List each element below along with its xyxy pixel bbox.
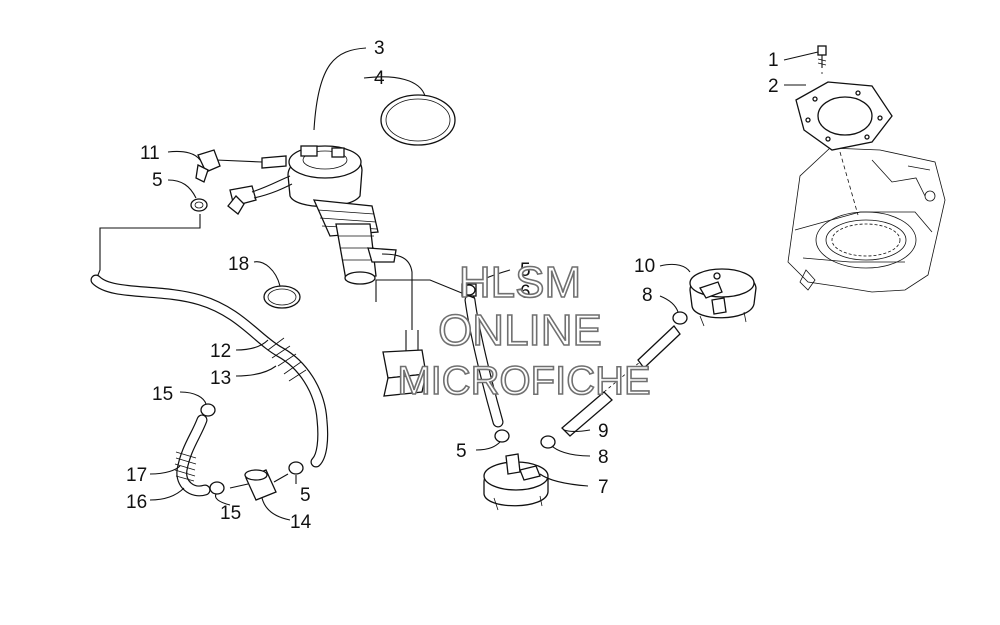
- callout-12: 12: [210, 341, 231, 362]
- o-ring-part-4: [380, 94, 456, 146]
- callout-4: 4: [374, 68, 385, 89]
- callout-10: 10: [634, 256, 655, 277]
- callout-17: 17: [126, 465, 147, 486]
- callout-16: 16: [126, 492, 147, 513]
- elbow-fitting-part-11: [195, 149, 221, 183]
- watermark-line-3: MICROFICHE: [397, 359, 650, 403]
- callout-3: 3: [374, 38, 385, 59]
- clamp-part-15-top: [200, 403, 216, 417]
- gasket-plate-part-2: [795, 81, 893, 216]
- clamp-part-5-bottom: [288, 461, 304, 475]
- hose-sleeve-part-13: [267, 337, 307, 382]
- clamp-part-8-upper: [672, 311, 688, 325]
- callout-2: 2: [768, 76, 779, 97]
- screw-part-1: [817, 45, 827, 76]
- callout-8-upper: 8: [642, 285, 653, 306]
- callout-18: 18: [228, 254, 249, 275]
- watermark-line-2: ONLINE: [438, 306, 602, 355]
- leader-lines: [149, 47, 819, 521]
- fuel-pump-assembly-part-3: [215, 145, 427, 397]
- callout-6: 6: [520, 282, 531, 303]
- clamp-part-15-bottom: [209, 481, 225, 495]
- callout-labels: 1 2 3 4 5 5 5 5 6 7 8 8 9 10 11 12 13 14…: [126, 38, 779, 533]
- hose-route-leader: [95, 214, 201, 281]
- callout-5-top-center: 5: [520, 260, 531, 281]
- watermark-line-1: HLSM: [459, 258, 581, 307]
- fuel-tank-outline: [787, 147, 946, 293]
- callout-9: 9: [598, 421, 609, 442]
- clamp-part-6: [462, 284, 476, 296]
- tube-part-9: [561, 325, 681, 437]
- callout-5-center: 5: [456, 441, 467, 462]
- callout-5-bottom: 5: [300, 485, 311, 506]
- callout-7: 7: [598, 477, 609, 498]
- callout-1: 1: [768, 50, 779, 71]
- callout-8-lower: 8: [598, 447, 609, 468]
- clamp-part-5-left: [190, 198, 208, 212]
- watermark: HLSM ONLINE MICROFICHE: [397, 257, 652, 404]
- fuel-hose-part-12: [90, 274, 329, 468]
- spring-part-17: [174, 451, 197, 482]
- callout-5-left: 5: [152, 170, 163, 191]
- callout-13: 13: [210, 368, 231, 389]
- clamp-part-8-lower: [540, 435, 556, 449]
- callout-14: 14: [290, 512, 312, 533]
- clamp-part-5-center: [494, 429, 510, 443]
- callout-15-bottom: 15: [220, 503, 241, 524]
- clip-ring-part-18: [263, 285, 301, 309]
- callout-11: 11: [140, 143, 160, 164]
- fuel-filter-part-14: [229, 469, 289, 501]
- short-hose-part-16: [176, 414, 211, 497]
- valve-cap-part-7: [483, 453, 549, 511]
- valve-cap-part-10: [689, 268, 757, 327]
- callout-15-top: 15: [152, 384, 173, 405]
